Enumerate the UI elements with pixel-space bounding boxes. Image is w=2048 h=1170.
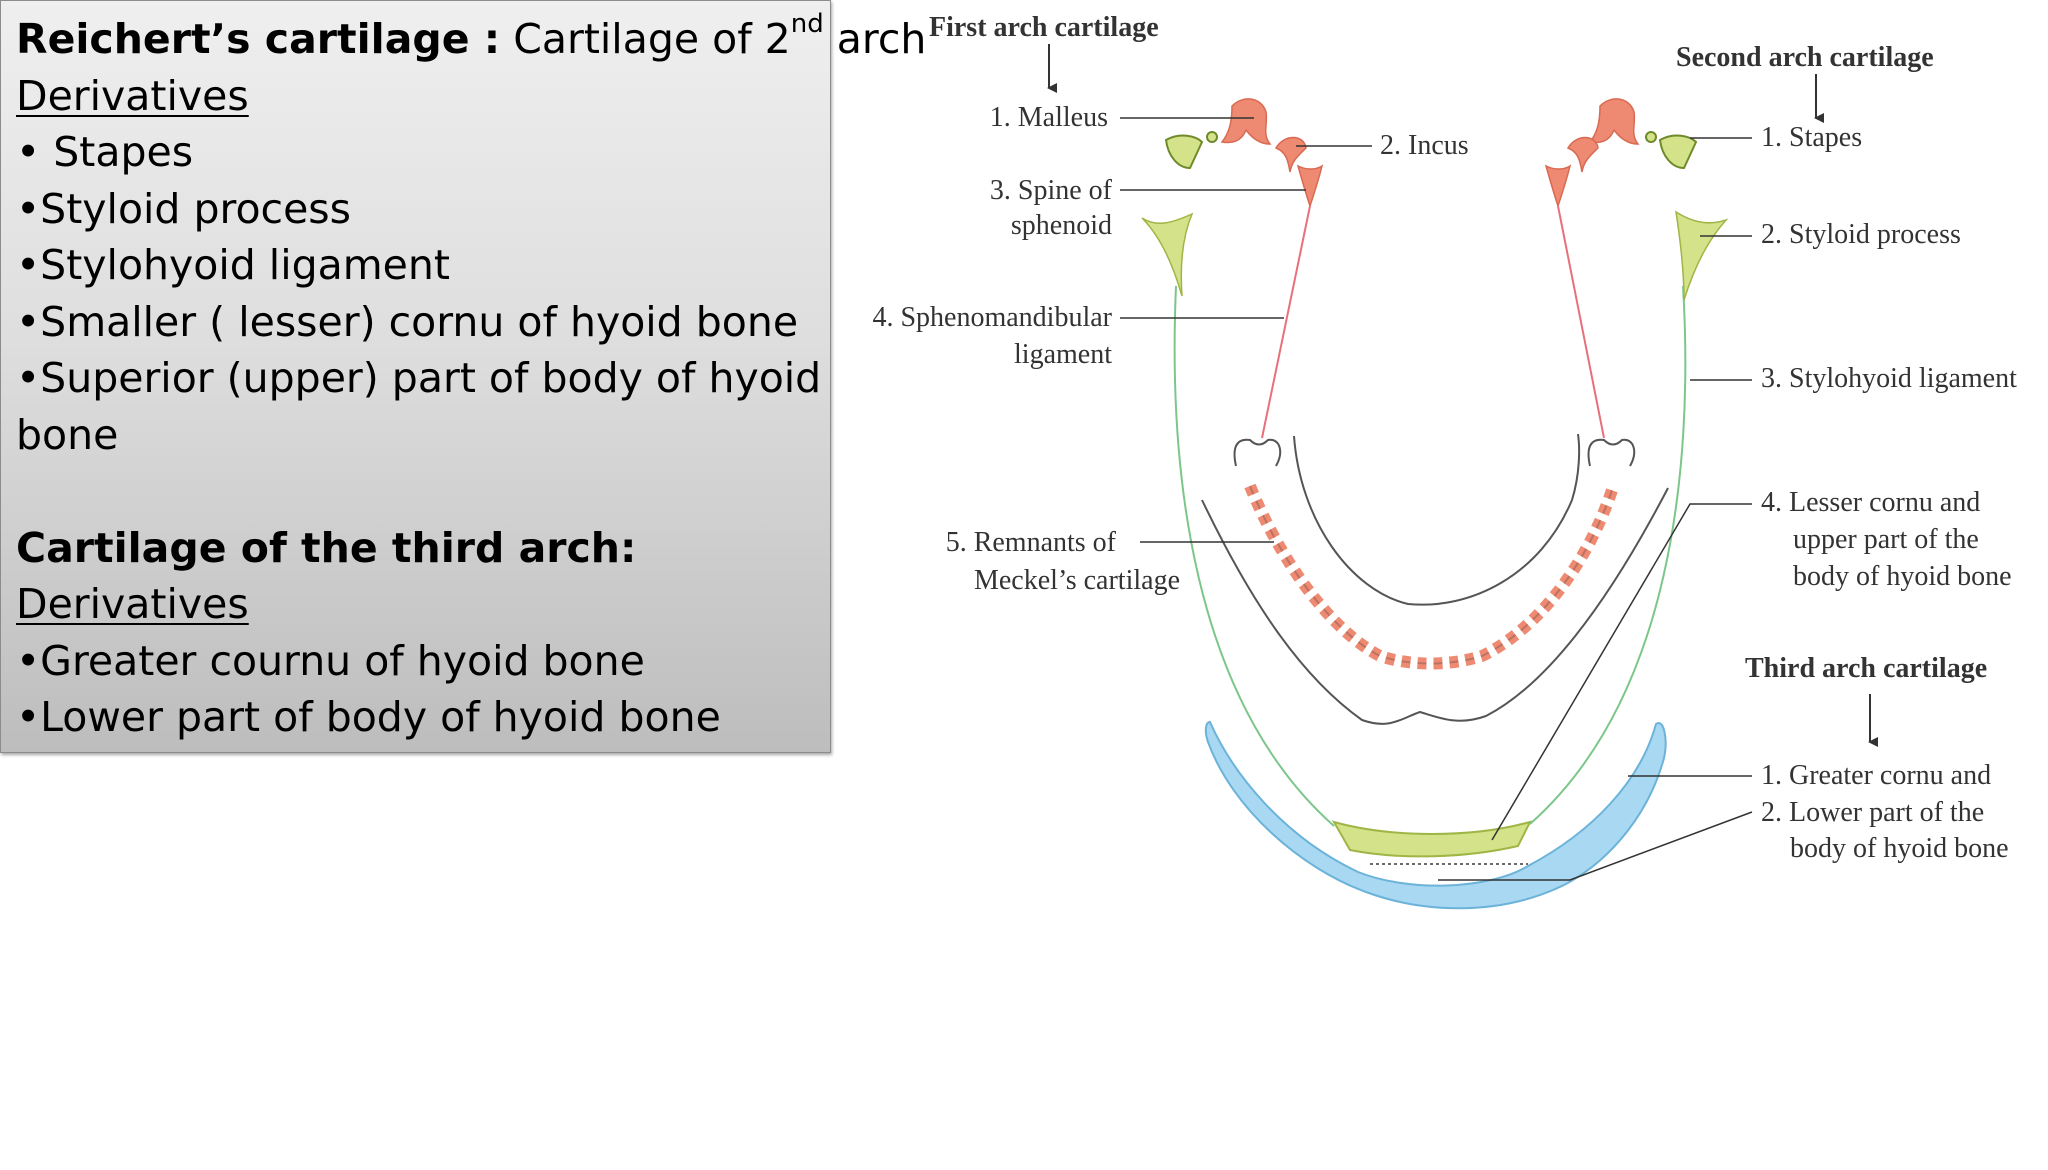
meckels-cartilage-remnants-outline bbox=[1249, 483, 1615, 665]
greater-cornu-label: 1. Greater cornu and bbox=[1761, 760, 1991, 791]
lesser-cornu-label: 4. Lesser cornu and bbox=[1761, 487, 1980, 518]
heading-end: arch bbox=[823, 15, 927, 63]
derivatives-label-1: Derivatives bbox=[16, 71, 249, 120]
heading-rest: Cartilage of 2 bbox=[500, 15, 791, 63]
second-arch-heading: Reichert’s cartilage : Cartilage of 2nd … bbox=[16, 11, 926, 68]
lesser-cornu-upper-body-shape bbox=[1331, 820, 1532, 858]
left-styloid-process-shape bbox=[1141, 212, 1194, 297]
lower-body-leader bbox=[1438, 811, 1753, 881]
meckels-remnants-label-line2: Meckel’s cartilage bbox=[974, 565, 1180, 596]
right-stylohyoid-ligament-line bbox=[1529, 285, 1687, 825]
text-panel: Reichert’s cartilage : Cartilage of 2nd … bbox=[0, 0, 926, 753]
sphenomandibular-ligament-label: 4. Sphenomandibular bbox=[872, 302, 1112, 333]
malleus-label: 1. Malleus bbox=[990, 102, 1108, 133]
left-spine-of-sphenoid-shape bbox=[1296, 164, 1324, 209]
right-spine-of-sphenoid-shape bbox=[1544, 164, 1572, 209]
spine-of-sphenoid-label-line2: sphenoid bbox=[1011, 210, 1112, 241]
heading-superscript: nd bbox=[790, 9, 824, 40]
list-item: • Stapes bbox=[16, 128, 194, 176]
list-item: •Smaller ( lesser) cornu of hyoid bone bbox=[16, 297, 799, 346]
lesser-cornu-label-line2: upper part of the bbox=[1793, 524, 1979, 555]
lower-body-label-line2: body of hyoid bone bbox=[1790, 833, 2009, 864]
left-stapes-joint bbox=[1206, 131, 1218, 143]
third-arch-heading: Third arch cartilage bbox=[1745, 653, 1987, 684]
left-stylohyoid-ligament-line bbox=[1173, 285, 1335, 827]
derivatives-label-2: Derivatives bbox=[16, 580, 249, 628]
outer-mandible-outline bbox=[1201, 487, 1669, 725]
second-arch-heading: Second arch cartilage bbox=[1676, 42, 1934, 73]
heading-bold: Reichert’s cartilage : bbox=[16, 15, 501, 63]
lesser-cornu-leader bbox=[1491, 503, 1752, 841]
right-stapes-joint bbox=[1645, 131, 1657, 143]
pharyngeal-arch-cartilage-diagram: First arch cartilage Second arch cartila… bbox=[872, 12, 2017, 910]
stylohyoid-ligament-label: 3. Stylohyoid ligament bbox=[1761, 363, 2017, 394]
right-stapes-shape bbox=[1658, 134, 1698, 170]
stapes-label: 1. Stapes bbox=[1761, 122, 1862, 153]
spacer bbox=[16, 463, 816, 520]
spine-of-sphenoid-label: 3. Spine of bbox=[990, 175, 1113, 206]
right-sphenomandibular-ligament-line bbox=[1557, 205, 1605, 439]
left-condyle-outline bbox=[1233, 438, 1282, 467]
lower-body-label: 2. Lower part of the bbox=[1761, 797, 1984, 828]
list-item: •Lower part of body of hyoid bone bbox=[16, 693, 721, 741]
leader-lines bbox=[1120, 117, 1753, 881]
list-item: •Stylohyoid ligament bbox=[16, 241, 450, 289]
list-item: •Superior (upper) part of body of hyoid bbox=[16, 354, 822, 402]
styloid-process-label: 2. Styloid process bbox=[1761, 219, 1961, 250]
hyoid-greater-cornu-shape bbox=[1204, 720, 1667, 910]
list-item: bone bbox=[16, 410, 119, 459]
meckels-remnants-label: 5. Remnants of bbox=[946, 527, 1117, 558]
third-arch-heading: Cartilage of the third arch: bbox=[16, 523, 637, 572]
left-stapes-shape bbox=[1164, 134, 1204, 170]
left-sphenomandibular-ligament-line bbox=[1261, 205, 1311, 439]
left-malleus-shape bbox=[1220, 98, 1272, 145]
lesser-cornu-label-line3: body of hyoid bone bbox=[1793, 561, 2012, 592]
right-malleus-shape bbox=[1588, 98, 1640, 145]
sphenomandibular-ligament-label-line2: ligament bbox=[1014, 339, 1112, 370]
right-incus-shape bbox=[1566, 136, 1599, 173]
list-item: •Styloid process bbox=[16, 184, 352, 233]
meckels-cartilage-remnants bbox=[1244, 482, 1620, 670]
first-arch-heading: First arch cartilage bbox=[929, 12, 1159, 43]
right-styloid-process-shape bbox=[1675, 210, 1729, 301]
list-item: •Greater cournu of hyoid bone bbox=[16, 636, 645, 685]
right-condyle-outline bbox=[1587, 438, 1636, 467]
inner-mandible-outline bbox=[1293, 433, 1581, 606]
incus-label: 2. Incus bbox=[1380, 130, 1469, 161]
